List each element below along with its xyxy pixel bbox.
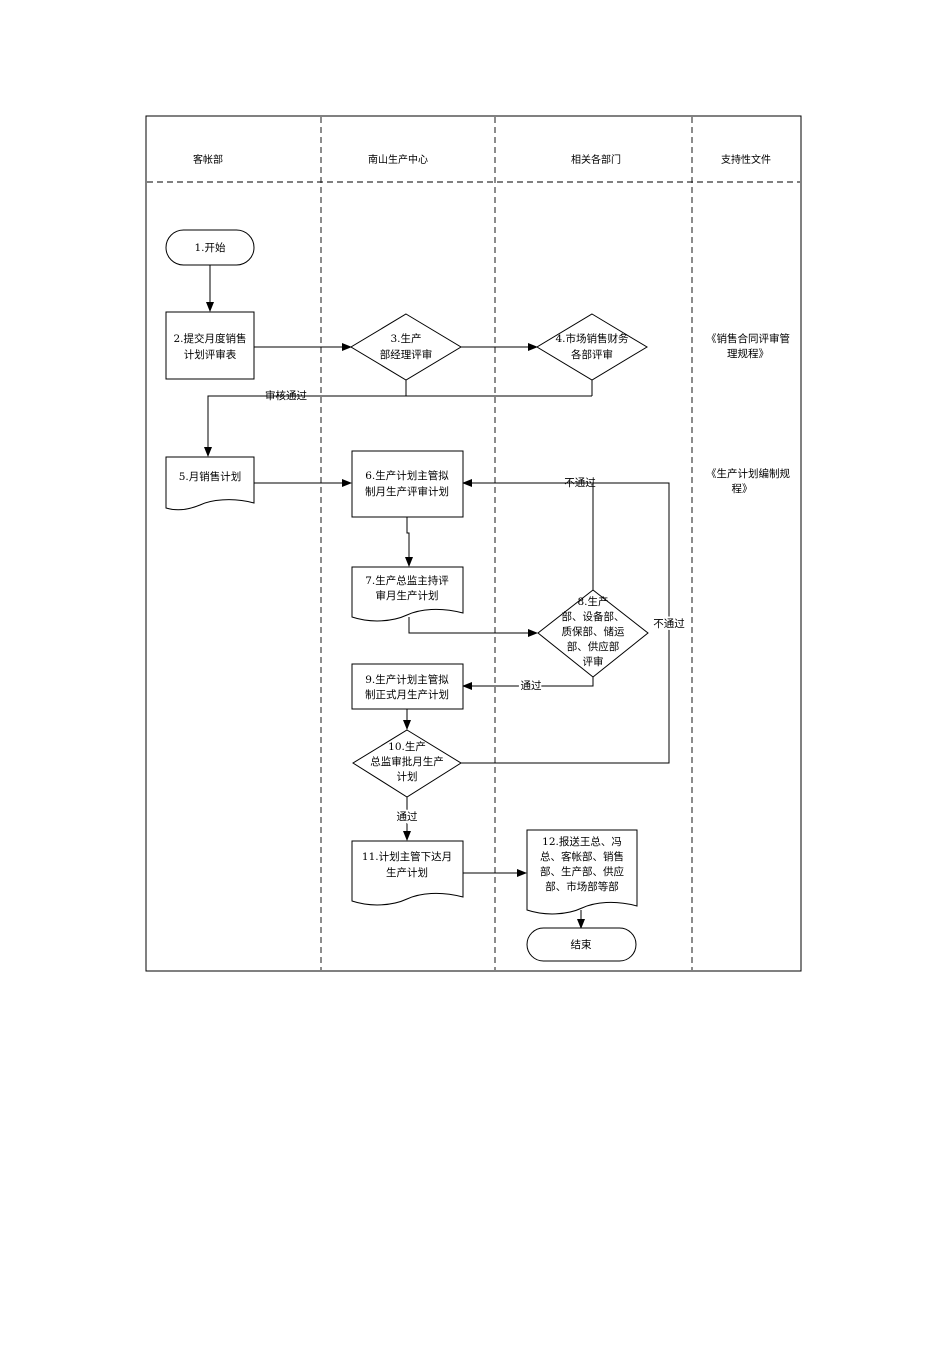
node-4-label: 4.市场销售财务 各部评审 <box>555 332 629 361</box>
edge-label-fail-top: 不通过 <box>564 476 596 489</box>
node-9-line-2: 制正式月生产计划 <box>365 688 449 701</box>
node-7-director-review <box>351 566 464 622</box>
node-6-line-2: 制月生产评审计划 <box>365 485 449 498</box>
node-5-label: 5.月销售计划 <box>179 470 242 483</box>
connectors <box>204 265 670 929</box>
node-10-line-1: 10.生产 <box>388 740 426 753</box>
node-9-draft-formal-plan <box>351 663 464 710</box>
doc-1-line-2: 理规程》 <box>727 347 769 360</box>
node-6-draft-review-plan <box>351 450 464 518</box>
node-7-line-1: 7.生产总监主持评 <box>365 574 449 587</box>
lane-header-accounts: 客帐部 <box>193 153 223 166</box>
node-4-departments-review <box>536 313 648 381</box>
node-3-line-1: 3.生产 <box>390 332 421 345</box>
node-2-line-2: 计划评审表 <box>184 348 237 361</box>
node-start-label: 1.开始 <box>194 241 226 254</box>
edge-label-pass-9: 通过 <box>521 679 542 692</box>
doc-2-line-1: 《生产计划编制规 <box>706 467 790 480</box>
lane-header-production-center: 南山生产中心 <box>368 153 428 166</box>
node-end <box>526 927 637 962</box>
node-12-line-4: 部、市场部等部 <box>545 880 619 893</box>
edge-8-fail <box>462 479 594 590</box>
node-6-label: 6.生产计划主管拟 制月生产评审计划 <box>365 469 449 498</box>
node-8-line-3: 质保部、储运 <box>562 625 625 638</box>
node-12-line-1: 12.报送王总、冯 <box>542 835 622 848</box>
edge-7-8 <box>408 617 538 637</box>
node-12-report-distribution <box>526 829 638 915</box>
node-8-line-4: 部、供应部 <box>567 640 620 653</box>
node-7-label: 7.生产总监主持评 审月生产计划 <box>365 574 449 602</box>
node-2-label: 2.提交月度销售 计划评审表 <box>173 332 246 361</box>
node-3-line-2: 部经理评审 <box>380 348 433 361</box>
node-10-label: 10.生产 总监审批月生产 计划 <box>370 740 444 783</box>
node-8-line-5: 评审 <box>583 655 604 668</box>
node-7-line-2: 审月生产计划 <box>376 589 439 602</box>
node-11-issue-plan <box>351 840 464 906</box>
doc-sales-contract-review: 《销售合同评审管 理规程》 <box>706 332 790 360</box>
node-10-line-2: 总监审批月生产 <box>370 755 444 768</box>
node-8-line-2: 部、设备部、 <box>562 610 625 623</box>
lane-header-supporting-documents: 支持性文件 <box>721 153 771 166</box>
node-4-line-2: 各部评审 <box>571 348 613 361</box>
node-10-director-approval <box>352 729 462 798</box>
doc-1-line-1: 《销售合同评审管 <box>706 332 790 345</box>
node-11-line-2: 生产计划 <box>386 866 428 879</box>
edge-6-7 <box>405 517 413 567</box>
node-12-label: 12.报送王总、冯 总、客帐部、销售 部、生产部、供应 部、市场部等部 <box>540 835 624 893</box>
node-10-line-3: 计划 <box>397 770 418 783</box>
edge-label-fail-right: 不通过 <box>653 617 685 630</box>
node-5-monthly-sales-plan <box>165 456 255 511</box>
node-start <box>165 229 255 266</box>
node-11-line-1: 11.计划主管下达月 <box>362 850 452 863</box>
node-end-label: 结束 <box>571 938 592 951</box>
edge-audit-pass <box>204 395 592 457</box>
lane-header-related-departments: 相关各部门 <box>571 153 621 166</box>
edge-8-9 <box>462 677 594 690</box>
node-12-line-2: 总、客帐部、销售 <box>540 850 624 863</box>
node-3-label: 3.生产 部经理评审 <box>380 332 433 361</box>
node-2-line-1: 2.提交月度销售 <box>173 332 246 345</box>
edge-label-audit-pass: 审核通过 <box>265 389 307 402</box>
edge-10-fail <box>461 482 670 764</box>
doc-2-line-2: 程》 <box>732 483 753 495</box>
diagram-frame <box>145 115 802 972</box>
doc-production-plan-rules: 《生产计划编制规 程》 <box>706 467 790 495</box>
node-12-line-3: 部、生产部、供应 <box>540 865 624 878</box>
node-4-line-1: 4.市场销售财务 <box>555 332 629 345</box>
node-11-label: 11.计划主管下达月 生产计划 <box>362 850 452 879</box>
node-8-line-1: 8.生产 <box>577 595 608 608</box>
node-8-multi-dept-review <box>537 589 649 678</box>
node-3-manager-review <box>350 313 462 381</box>
node-9-label: 9.生产计划主管拟 制正式月生产计划 <box>365 673 449 701</box>
lane-dividers <box>147 117 800 970</box>
node-6-line-1: 6.生产计划主管拟 <box>365 469 449 482</box>
node-9-line-1: 9.生产计划主管拟 <box>365 673 449 686</box>
node-8-label: 8.生产 部、设备部、 质保部、储运 部、供应部 评审 <box>562 595 625 668</box>
node-2-submit-review-form <box>165 311 255 380</box>
edge-label-pass-10: 通过 <box>397 810 418 823</box>
